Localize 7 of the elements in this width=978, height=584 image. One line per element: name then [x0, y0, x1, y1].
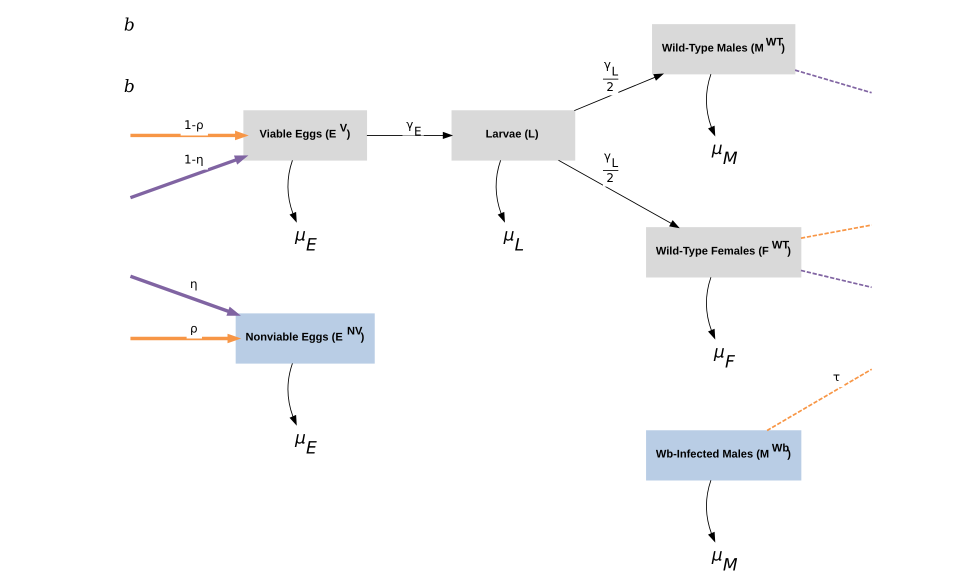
- edge-label: ρ: [190, 321, 198, 336]
- label: b: [123, 76, 134, 97]
- edge-label: η: [190, 276, 198, 291]
- edge-label: τ: [832, 370, 840, 384]
- label: b: [123, 15, 134, 36]
- edge-label: 1-ρ: [184, 118, 204, 132]
- edge-label: 1-η: [184, 152, 204, 166]
